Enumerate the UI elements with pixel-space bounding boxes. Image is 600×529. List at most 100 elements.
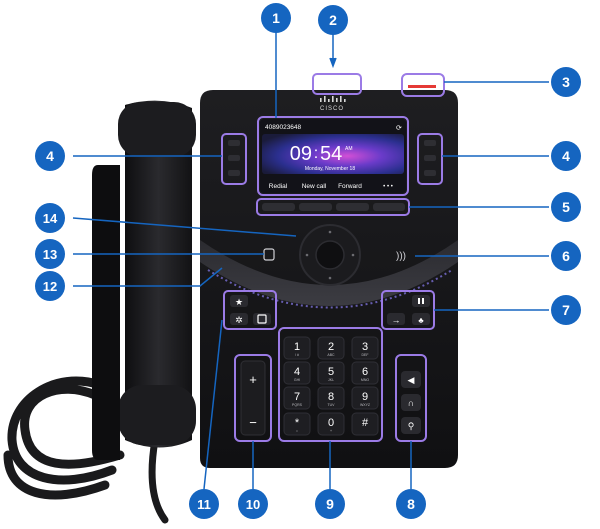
clock-ampm: AM	[345, 146, 353, 152]
volume-down-icon: −	[249, 415, 257, 430]
callout-number: 4	[562, 148, 570, 164]
keypad-letters: WXYZ	[360, 403, 371, 407]
callout-number: 13	[43, 247, 57, 262]
softkey-label[interactable]: Redial	[269, 183, 288, 190]
softkey-label[interactable]: New call	[302, 183, 327, 190]
keypad-key[interactable]	[351, 412, 379, 436]
softkey-label[interactable]: • • •	[383, 184, 393, 190]
callout-circle	[35, 141, 65, 171]
keypad-key[interactable]	[317, 386, 345, 410]
keypad-letters: ABC	[327, 353, 335, 357]
hold-icon	[418, 298, 420, 304]
star-icon: ★	[235, 297, 243, 307]
keypad-letters: / #	[295, 353, 299, 357]
callout-number: 9	[326, 496, 334, 512]
callout-number: 6	[562, 248, 570, 264]
keypad-key[interactable]	[317, 336, 345, 360]
keypad-key[interactable]	[351, 361, 379, 385]
sync-icon: ⟳	[396, 125, 402, 132]
callout-circle	[551, 241, 581, 271]
screen-highlight	[257, 116, 409, 196]
keypad-key[interactable]	[317, 412, 345, 436]
keypad-letters: MNO	[361, 378, 369, 382]
navigation-cluster[interactable]	[299, 224, 361, 286]
clock-minute: 54	[320, 143, 342, 165]
keypad-key[interactable]	[317, 361, 345, 385]
keypad-digit: 2	[328, 341, 334, 353]
keypad-key[interactable]	[351, 386, 379, 410]
callout-circle	[315, 489, 345, 519]
handset[interactable]	[92, 100, 196, 460]
light-strip	[207, 269, 453, 309]
line-keys-right[interactable]	[417, 133, 443, 185]
keypad-letters: TUV	[328, 403, 336, 407]
keypad-digit: 7	[294, 391, 300, 403]
line-keys-left[interactable]	[221, 133, 247, 185]
keypad-key[interactable]	[351, 336, 379, 360]
callout-circle	[189, 489, 219, 519]
callout-circle	[318, 5, 348, 35]
callout-number: 7	[562, 302, 570, 318]
voicemail-icon	[257, 314, 267, 324]
speaker-wave-icon: )))	[396, 251, 406, 262]
keypad-digit: 4	[294, 366, 300, 378]
callout-circle	[261, 3, 291, 33]
conference-icon: ♣	[418, 316, 424, 325]
callout-circle	[396, 489, 426, 519]
keypad-digit: *	[295, 417, 300, 429]
arc-band	[200, 240, 458, 306]
volume-up-icon: +	[249, 372, 257, 387]
phone-number: 4089023648	[265, 124, 302, 131]
keypad-digit: 6	[362, 366, 368, 378]
keypad-digit: 8	[328, 391, 334, 403]
softkey-label[interactable]: Forward	[338, 183, 362, 190]
keypad-key[interactable]	[283, 412, 311, 436]
callout-circle	[551, 141, 581, 171]
clock-hour: 09	[290, 143, 312, 165]
callout-number: 2	[329, 12, 337, 28]
screen-wallpaper	[262, 134, 404, 174]
date-label: Monday, November 18	[305, 166, 355, 172]
keypad-digit: 3	[362, 341, 368, 353]
cisco-logo	[320, 96, 346, 102]
keypad-letters: JKL	[328, 378, 334, 382]
callout-number: 11	[197, 497, 211, 512]
callout-number: 12	[43, 279, 57, 294]
keypad-key[interactable]	[283, 361, 311, 385]
feature-buttons-left[interactable]: ★ ✲	[223, 290, 277, 330]
callout-number: 4	[46, 148, 54, 164]
keypad[interactable]: 1/ #2ABC3DEF4GHI5JKL6MNO7PQRS8TUV9WXYZ*•…	[283, 336, 379, 436]
keypad-digit: #	[362, 417, 369, 429]
keypad-letters: GHI	[294, 378, 300, 382]
callout-circle	[238, 489, 268, 519]
callout-circle	[551, 295, 581, 325]
leader-lines	[72, 28, 549, 490]
transfer-icon: →	[392, 315, 401, 325]
headset-light	[401, 73, 445, 97]
headset-indicator	[408, 85, 436, 88]
keypad-letters: •	[296, 429, 298, 433]
settings-icon: ✲	[235, 315, 243, 325]
mute-icon: ⚲	[408, 421, 415, 431]
keypad-letters: DEF	[362, 353, 369, 357]
callout-circle	[551, 192, 581, 222]
keypad-letters: +	[330, 429, 332, 433]
speaker-icon: ◀	[408, 375, 415, 385]
callout-circle	[35, 203, 65, 233]
handset-cord	[3, 376, 169, 524]
callout-number: 14	[43, 211, 58, 226]
brand-label: CISCO	[320, 106, 344, 112]
keypad-key[interactable]	[283, 336, 311, 360]
callout-circle	[35, 271, 65, 301]
callout-number: 3	[562, 74, 570, 90]
callout-number: 10	[246, 497, 260, 512]
callout-number: 8	[407, 496, 415, 512]
keypad-key[interactable]	[283, 386, 311, 410]
callout-number: 1	[272, 10, 280, 26]
callout-circle	[551, 67, 581, 97]
keypad-digit: 5	[328, 366, 334, 378]
keypad-digit: 1	[294, 341, 300, 353]
feature-buttons-right[interactable]: → ♣	[381, 290, 435, 330]
